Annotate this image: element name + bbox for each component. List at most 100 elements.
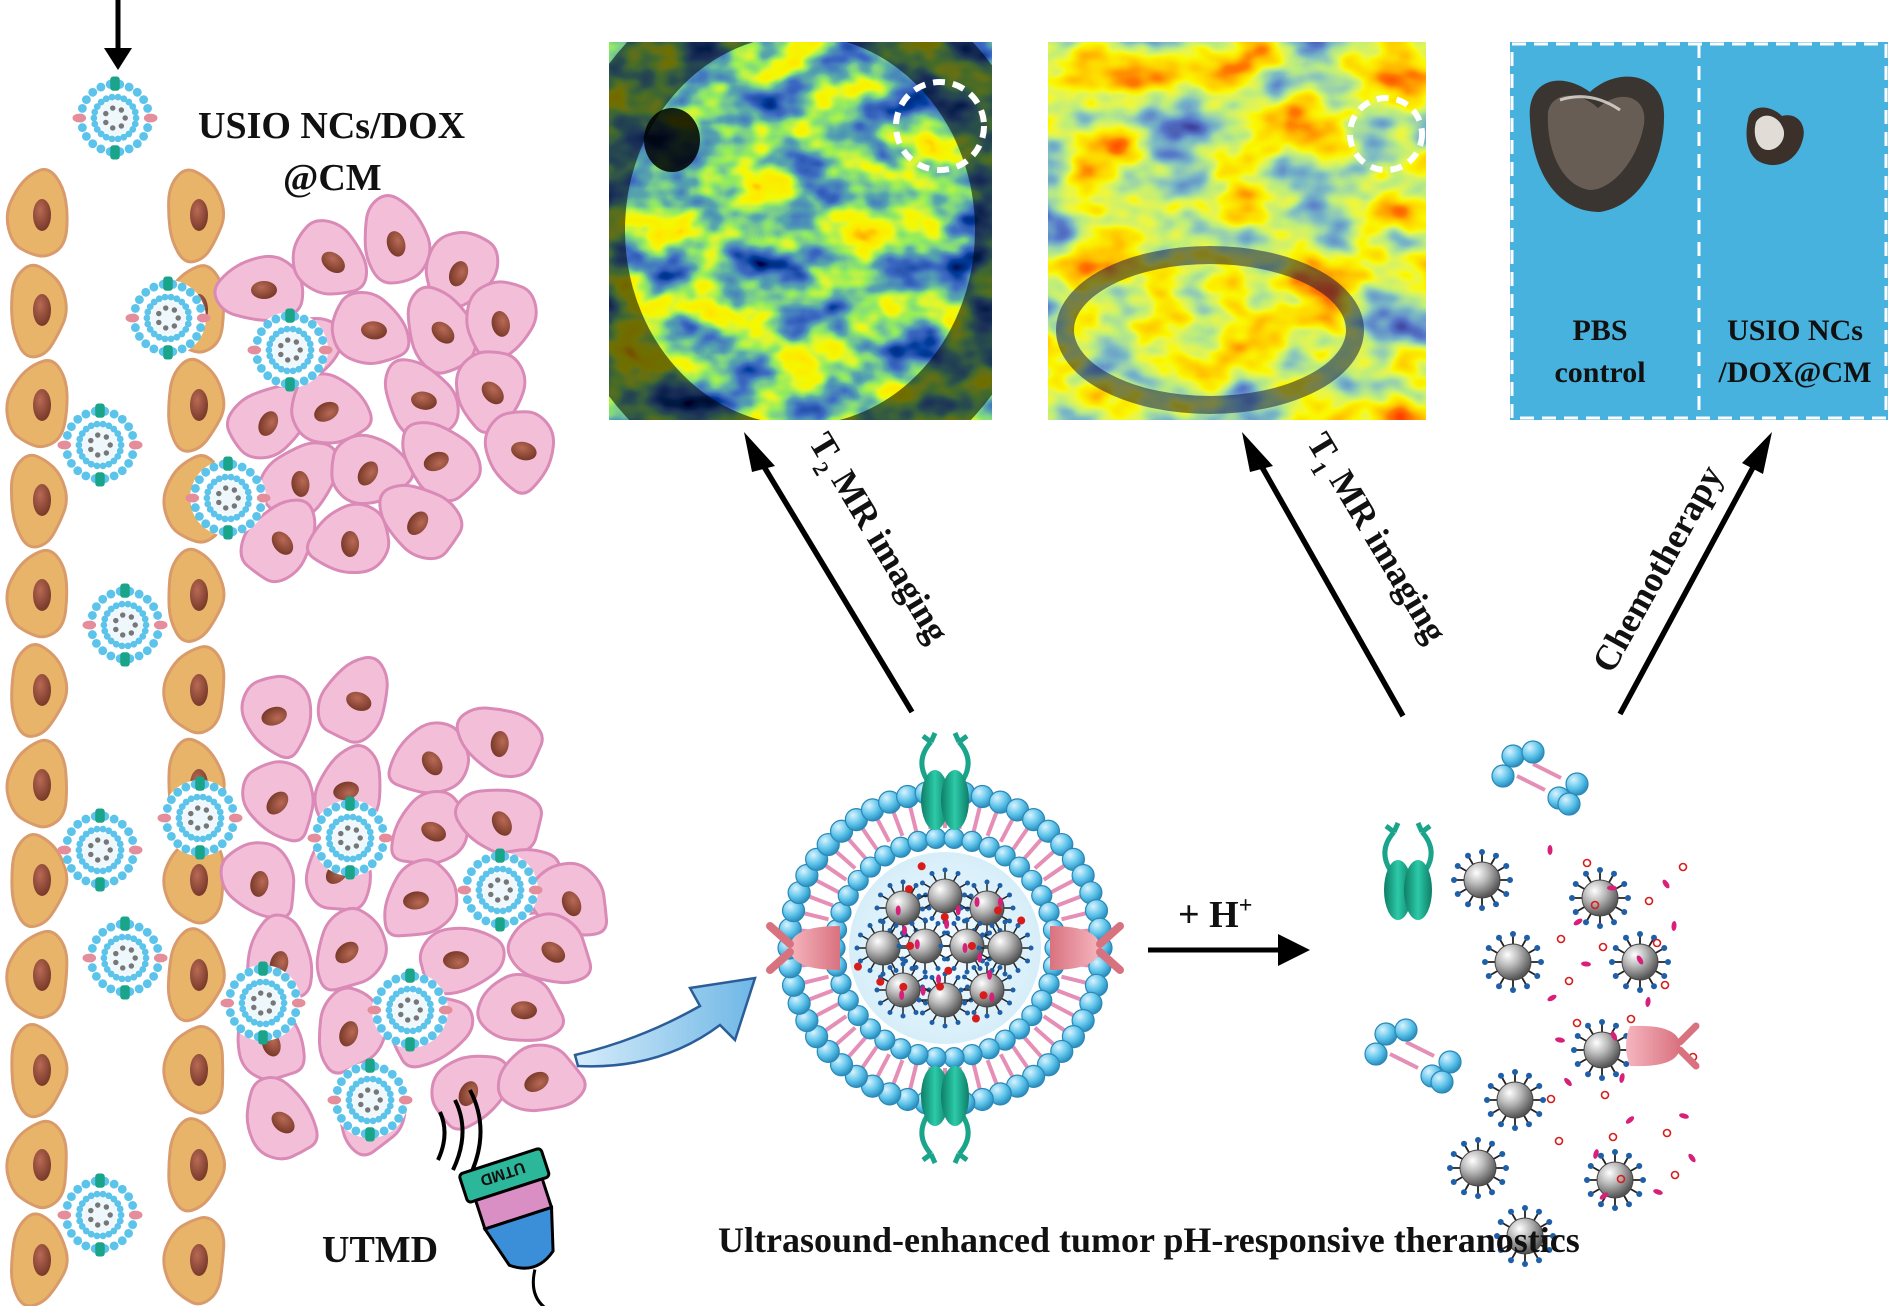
endothelial-cell xyxy=(162,1216,226,1306)
dox-molecule xyxy=(895,905,901,916)
free-nanocrystal xyxy=(1494,1205,1556,1267)
dox-molecule xyxy=(1616,1174,1626,1184)
dox-molecule xyxy=(1573,918,1583,926)
nanoparticle-diagram xyxy=(766,731,1124,1165)
tumor-cell xyxy=(465,280,538,363)
dox-molecule xyxy=(987,969,993,980)
endothelial-cell xyxy=(10,833,69,929)
nanoparticle xyxy=(457,848,543,932)
nanoparticle xyxy=(185,456,271,540)
dox-molecule xyxy=(906,941,915,950)
tumor-cell xyxy=(219,841,296,920)
t1-arrow-label: T1 MR imaging xyxy=(1293,426,1455,653)
lipid-head-inner xyxy=(907,830,929,852)
tumor-cell xyxy=(476,972,565,1042)
lipid-head-inner xyxy=(847,1004,869,1027)
lipid-head-inner xyxy=(943,1047,965,1069)
tumor-cell xyxy=(455,706,544,779)
dox-molecule xyxy=(920,985,926,996)
free-nanocrystal xyxy=(1447,1137,1509,1199)
dox-molecule xyxy=(1607,885,1617,891)
nanoparticles-layer xyxy=(57,76,543,1257)
iron-oxide-nanocrystal xyxy=(916,971,974,1029)
dox-molecule xyxy=(1547,845,1553,855)
endothelial-cell xyxy=(5,1119,68,1210)
iron-oxide-nanocrystal xyxy=(854,919,912,977)
acid-label: + H+ xyxy=(1178,893,1252,936)
acid-trigger-arrow xyxy=(1148,934,1310,966)
pbs-label-line2: control xyxy=(1554,356,1645,389)
dox-molecule xyxy=(905,885,914,894)
dox-molecule xyxy=(1662,1128,1672,1138)
dox-molecule xyxy=(899,982,908,991)
dox-molecule xyxy=(1652,938,1662,948)
receptor xyxy=(766,922,840,974)
dox-molecule xyxy=(979,991,988,1000)
tumor-cell xyxy=(239,498,317,584)
lipid-fragment xyxy=(1364,1018,1462,1094)
tumor-cell xyxy=(240,674,313,760)
dox-molecule xyxy=(1679,1113,1689,1119)
lipid-head-inner xyxy=(925,1047,947,1069)
nanoparticle xyxy=(82,916,168,1000)
lipid-head-inner xyxy=(830,973,852,995)
dox-molecule xyxy=(1670,1170,1680,1180)
dox-molecule xyxy=(1625,1116,1635,1124)
tumor-cell xyxy=(257,441,340,522)
lipid-head-inner xyxy=(874,1029,896,1051)
nanoparticle xyxy=(157,776,243,860)
tissue-cells-panel xyxy=(5,168,609,1306)
tumor-cell xyxy=(496,1043,587,1113)
dox-molecule xyxy=(955,905,961,916)
endothelial-cell xyxy=(167,547,226,643)
curved-transition-arrow xyxy=(573,976,757,1068)
nanoparticle xyxy=(57,1173,143,1257)
endothelial-cell xyxy=(10,263,68,359)
nanoparticle xyxy=(125,276,211,360)
tumor-cell xyxy=(245,1075,319,1161)
dox-molecule xyxy=(1017,916,1026,925)
dox-molecule xyxy=(1660,980,1670,990)
iron-oxide-nanocrystal xyxy=(976,919,1034,977)
tumor-highlight-circle-t2 xyxy=(893,79,987,173)
dox-molecule xyxy=(1572,1018,1582,1028)
tumor-cell xyxy=(363,194,432,285)
dox-molecule xyxy=(876,977,885,986)
endothelial-cell xyxy=(9,453,68,549)
tumor-cell xyxy=(316,655,389,744)
nanoparticle xyxy=(57,403,143,487)
endothelial-cell xyxy=(10,1212,69,1306)
dox-molecule xyxy=(853,962,862,971)
dox-molecule xyxy=(1662,879,1670,889)
endothelial-cell xyxy=(5,168,69,258)
nanoparticle xyxy=(307,796,393,880)
dox-molecule xyxy=(1636,955,1644,965)
t1-arrow xyxy=(1242,432,1406,718)
lipid-head-inner xyxy=(994,845,1016,867)
dox-molecule xyxy=(1564,1077,1572,1087)
dox-molecule xyxy=(967,941,976,950)
lipid-head-inner xyxy=(1021,869,1043,892)
dox-molecule xyxy=(917,862,926,871)
dox-molecule xyxy=(1590,900,1600,910)
lipid-head-inner xyxy=(925,827,947,849)
dox-molecule xyxy=(1546,1094,1556,1104)
dox-molecule xyxy=(1599,1192,1609,1200)
lipid-head-inner xyxy=(1008,856,1031,878)
dox-molecule xyxy=(944,966,953,975)
t2-arrow xyxy=(744,432,915,714)
nanoparticle xyxy=(57,808,143,892)
dox-molecule xyxy=(914,939,920,950)
nanoparticle xyxy=(247,308,333,392)
tumor-cell xyxy=(330,291,411,365)
dox-molecule xyxy=(1645,997,1651,1007)
tumor-cell xyxy=(387,721,470,795)
endothelial-cell xyxy=(167,357,226,453)
lipid-head-inner xyxy=(847,869,869,892)
tumor-cell xyxy=(241,760,315,843)
dox-molecule xyxy=(1626,1014,1636,1024)
dox-molecule xyxy=(1600,1090,1610,1100)
nanoparticle xyxy=(327,1058,413,1142)
membrane-protein xyxy=(919,1066,971,1165)
